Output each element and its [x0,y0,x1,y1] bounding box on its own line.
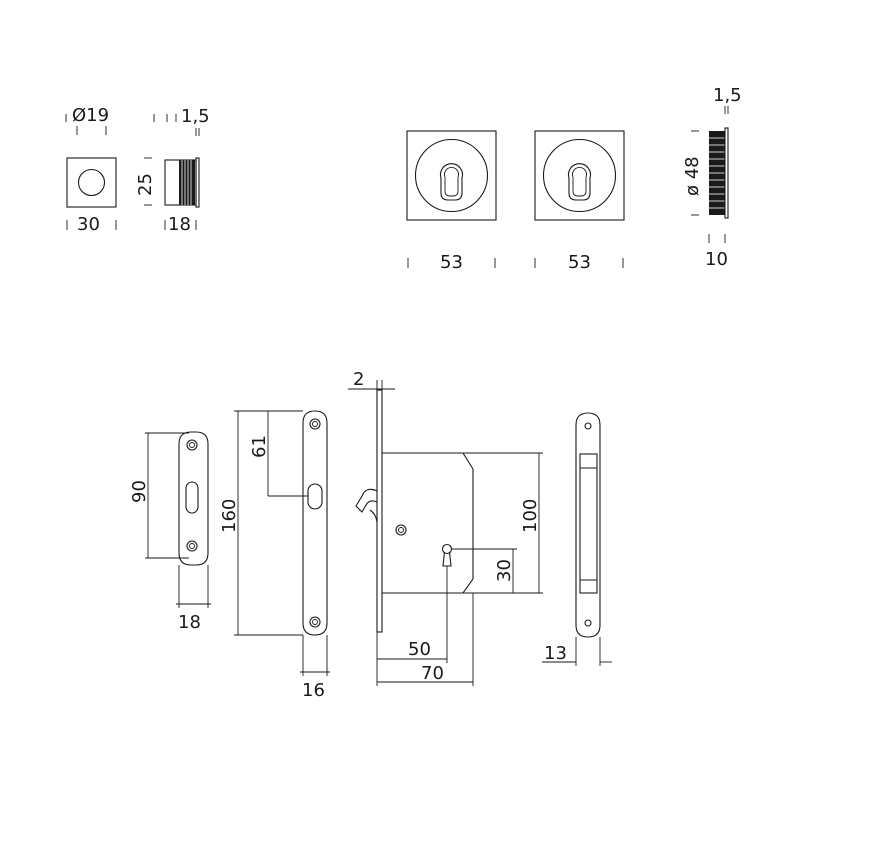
lock-dimension-lines [348,380,543,686]
dim-knob-flange: 1,5 [181,106,210,127]
dim-knob-diameter: Ø19 [72,105,109,126]
dim-lock-plate-thickness: 2 [353,369,364,390]
dim-rosette-diameter: ø 48 [682,156,703,196]
dim-lock-body-depth: 70 [421,663,444,684]
dim-faceplate-slot-offset: 61 [249,435,270,458]
dim-strike-width: 18 [178,612,201,633]
dim-rosette-width-right: 53 [568,252,591,273]
knob-dimension-lines [65,114,200,230]
strike-dimension-lines [145,432,211,608]
rosette-right [534,130,625,221]
dim-rosette-flange: 1,5 [713,85,742,106]
faceplate [302,410,328,636]
knob-side-view [164,157,200,208]
dim-strike-hole-spacing: 90 [129,480,150,503]
knob-front-view [66,157,117,208]
dim-rosette-width-left: 53 [440,252,463,273]
side-plate-dimension-lines [542,637,612,666]
faceplate-dimension-lines [234,410,330,676]
dim-lock-keyhole-height: 30 [494,559,515,582]
dim-faceplate-length: 160 [219,499,240,533]
rosette-dimension-lines [407,106,729,268]
dim-knob-plate-width: 30 [77,214,100,235]
dim-knob-height: 25 [135,173,156,196]
strike-plate [178,431,209,566]
dim-rosette-depth: 10 [705,249,728,270]
rosette-left [406,130,497,221]
side-plate [575,412,601,638]
dim-knob-depth: 18 [168,214,191,235]
dim-lock-body-height: 100 [520,499,541,533]
dim-side-plate-width: 13 [544,643,567,664]
rosette-side-view [709,127,729,219]
dim-faceplate-width: 16 [302,680,325,701]
dim-lock-backset: 50 [408,639,431,660]
lock-body [355,389,474,633]
